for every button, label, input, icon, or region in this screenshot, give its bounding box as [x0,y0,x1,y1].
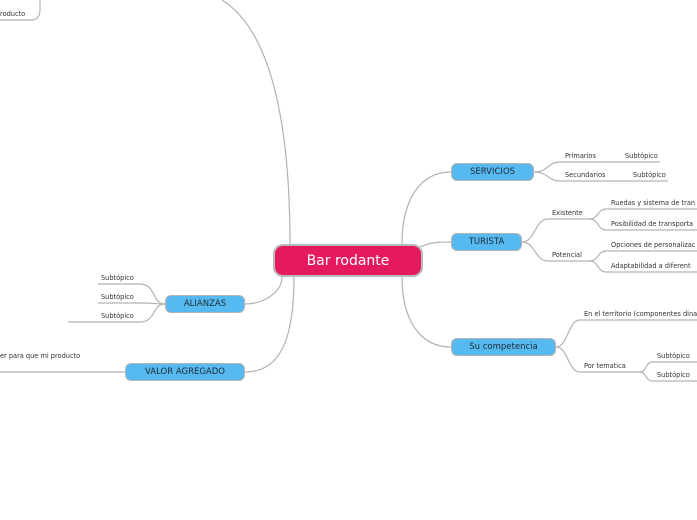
topic-valor-agregado-item[interactable]: er para que mi producto [0,352,81,360]
topic-primarios[interactable]: Primarios [565,152,596,160]
connector-alianzas-sub3 [68,303,166,323]
topic-por-tematica[interactable]: Por tematica [584,362,626,370]
branch-servicios[interactable]: SERVICIOS [451,163,534,181]
branch-alianzas[interactable]: ALIANZAS [165,295,245,313]
connector-servicios-secundarios [533,171,626,182]
topic-top-left-item[interactable]: roducto [0,10,26,18]
topic-potencial[interactable]: Potencial [552,251,582,259]
subtopic-adaptabilidad[interactable]: Adaptabilidad a diferent [611,262,691,270]
connector-potencial-subs [589,250,697,262]
branch-competencia-label: Su competencia [469,342,538,352]
central-topic[interactable]: Bar rodante [273,244,423,277]
connector-top-left [0,0,41,21]
connector-competencia-territorio [555,319,697,348]
central-topic-label: Bar rodante [306,252,390,269]
branch-competencia[interactable]: Su competencia [451,338,556,356]
branch-valor-agregado[interactable]: VALOR AGREGADO [125,363,245,381]
subtopic-tematica-1[interactable]: Subtópico [657,352,690,360]
connector-central-turista [417,241,452,249]
subtopic-opciones[interactable]: Opciones de personalizac [611,241,696,249]
branch-servicios-label: SERVICIOS [469,167,516,177]
branch-turista[interactable]: TURISTA [451,233,522,251]
connector-alianzas-sub2 [98,302,166,305]
connector-potencial-subs-2 [589,260,697,273]
topic-secundarios[interactable]: Secundarios [565,171,606,179]
connector-turista-potencial [521,241,590,262]
connector-central-top [221,0,291,245]
connector-existente-subs-2 [589,218,697,231]
connector-alianzas-sub1 [98,283,166,305]
connector-tematica-subs [639,361,697,373]
subtopic-primarios[interactable]: Subtópico [625,152,658,160]
connector-central-alianzas [244,276,283,305]
connector-central-servicios [401,171,452,245]
connector-central-competencia [401,276,452,348]
connector-existente-subs [589,208,697,220]
subtopic-alianzas-3[interactable]: Subtópico [101,312,134,320]
connector-turista-existente [521,218,590,243]
branch-valor-agregado-label: VALOR AGREGADO [145,367,225,377]
connector-competencia-tematica [555,346,640,373]
connector-tematica-subs-2 [639,371,697,382]
subtopic-ruedas[interactable]: Ruedas y sistema de tran [611,199,696,207]
branch-alianzas-label: ALIANZAS [183,299,227,309]
subtopic-alianzas-1[interactable]: Subtópico [101,274,134,282]
connector-central-valor [244,276,295,373]
branch-turista-label: TURISTA [468,237,505,247]
subtopic-tematica-2[interactable]: Subtópico [657,371,690,379]
subtopic-alianzas-2[interactable]: Subtópico [101,293,134,301]
topic-en-el-territorio[interactable]: En el territorio (componentes dina [584,310,697,318]
connector-servicios-primarios [533,161,620,173]
subtopic-secundarios[interactable]: Subtópico [633,171,666,179]
topic-existente[interactable]: Existente [552,209,583,217]
subtopic-posibilidad[interactable]: Posibilidad de transporta [611,220,694,228]
